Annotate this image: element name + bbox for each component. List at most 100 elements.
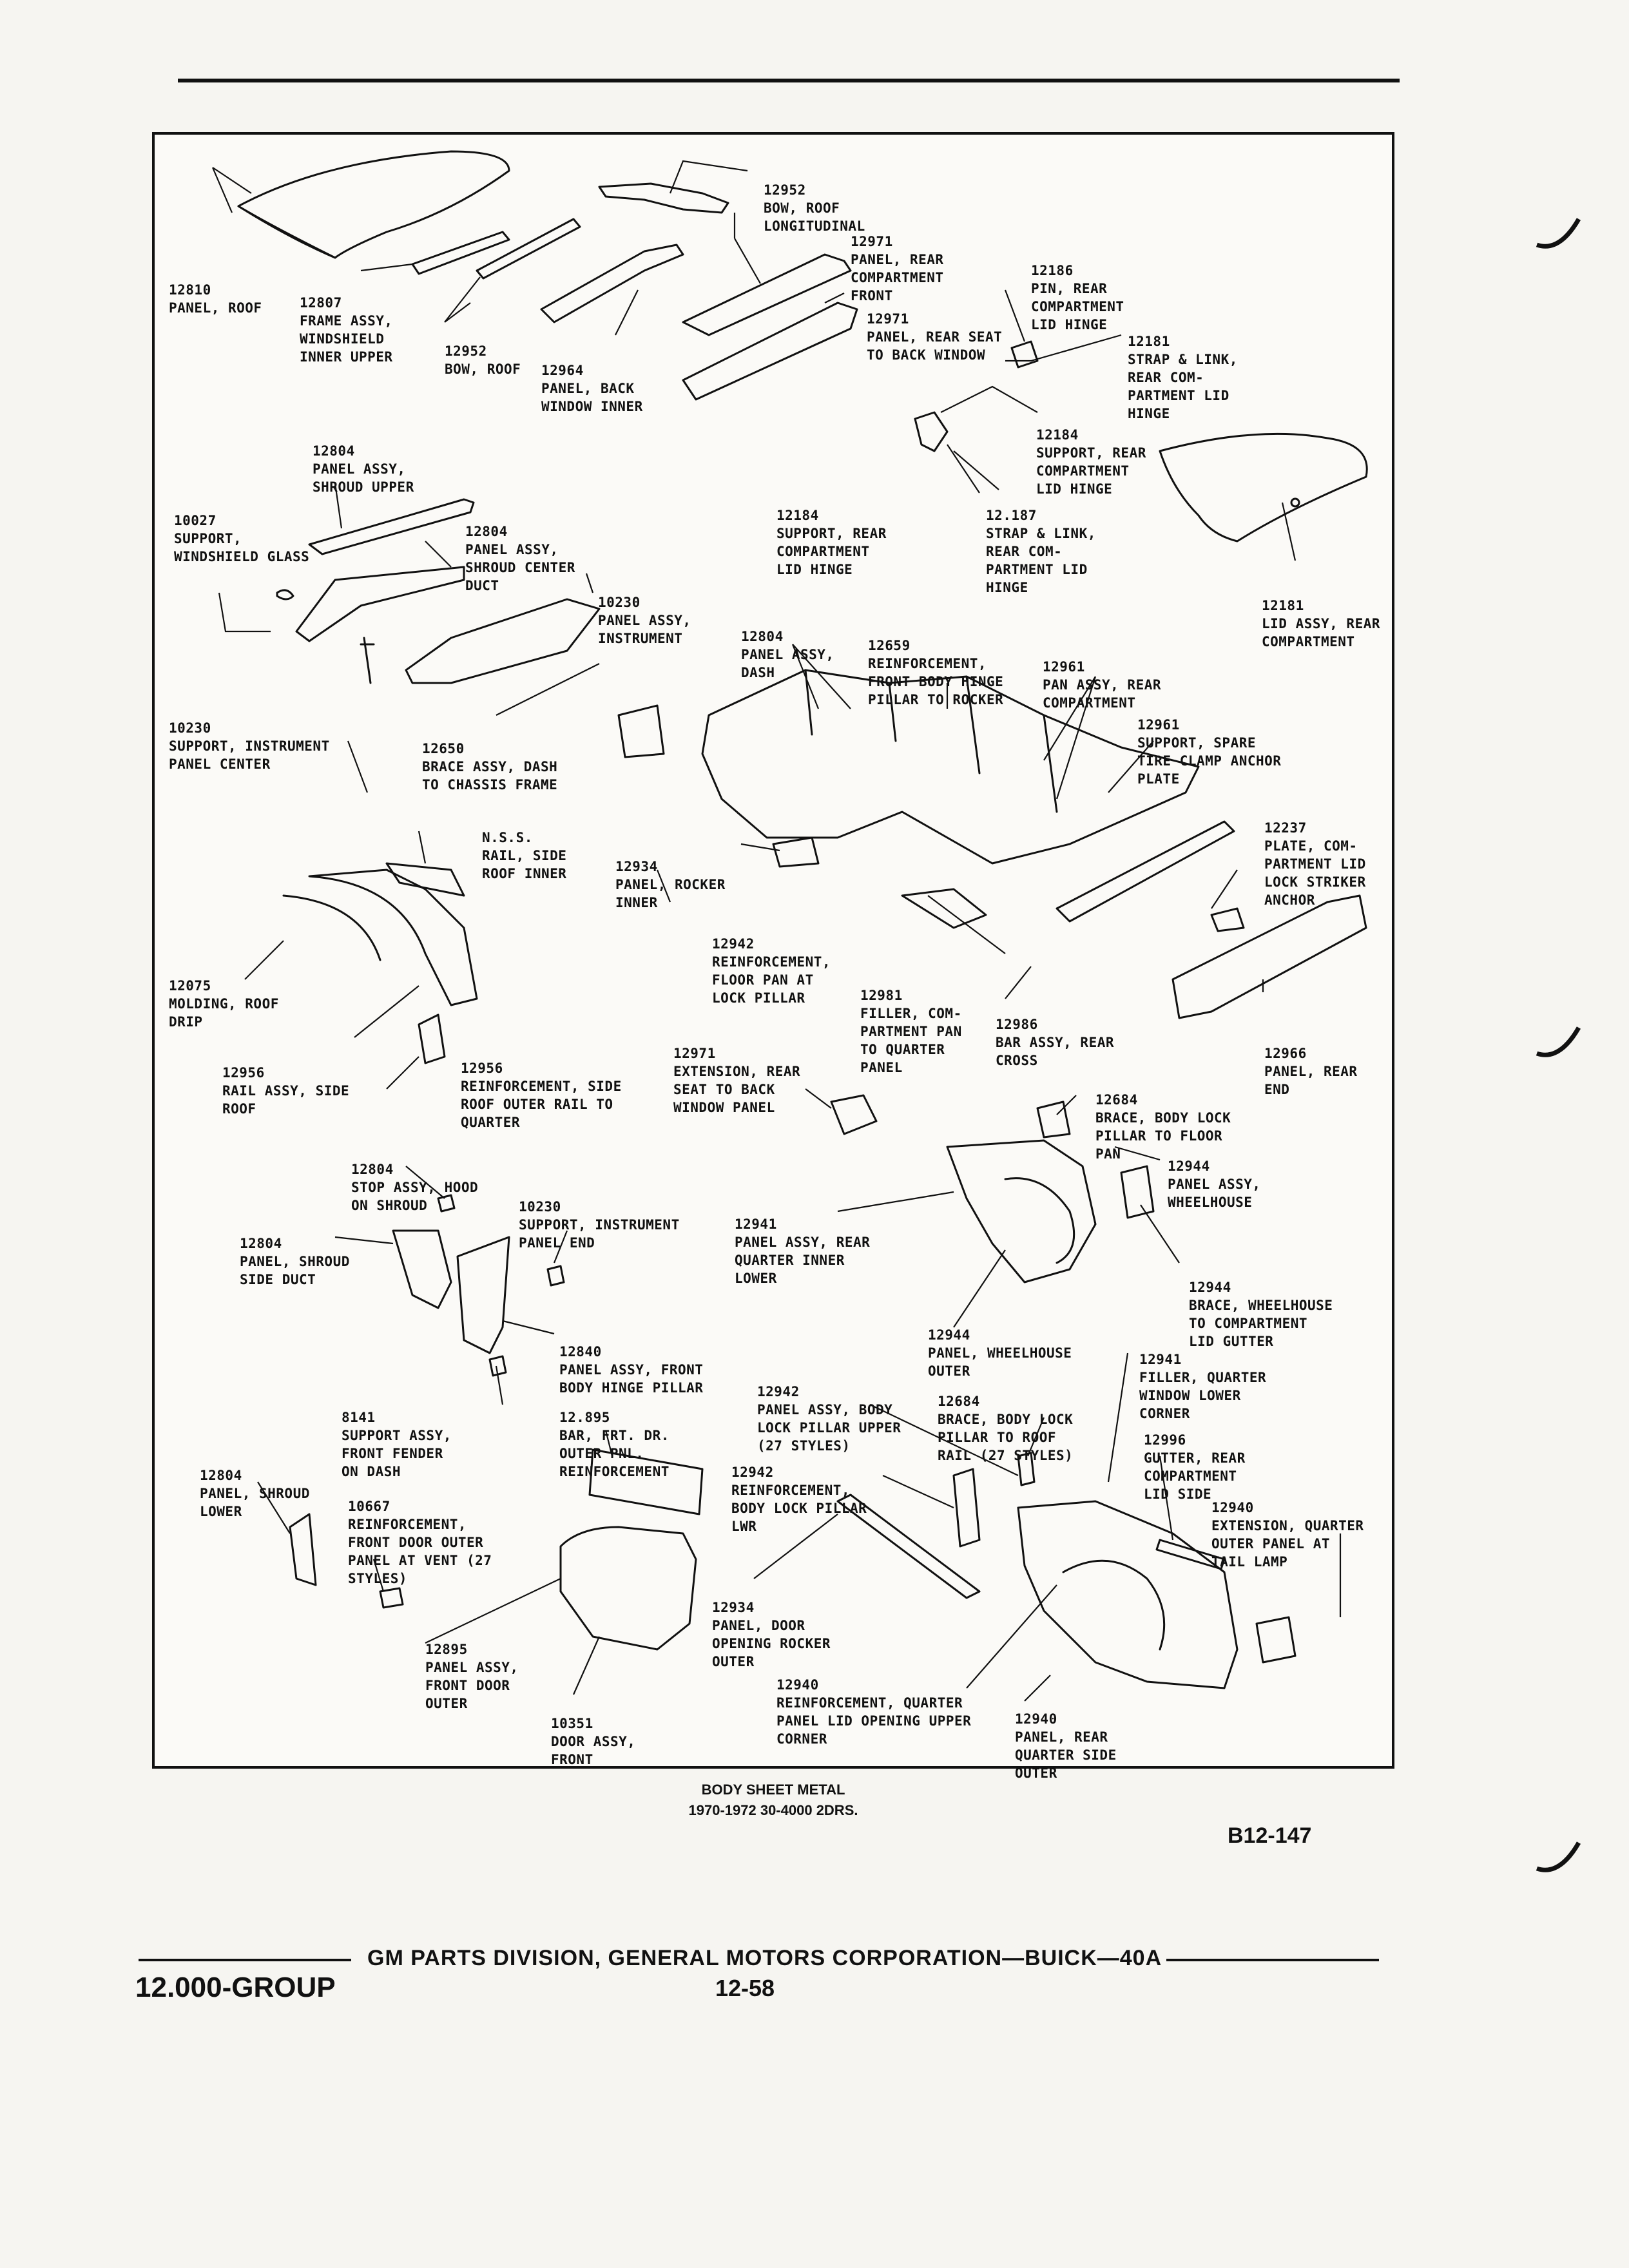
windshield-frame-part [411, 231, 510, 275]
lock-pillar-upper-part [1017, 1452, 1036, 1486]
roof-panel-part [237, 150, 510, 259]
front-door-part [559, 1526, 697, 1651]
dash-brace-part [617, 704, 665, 758]
door-outer-bar-part [588, 1448, 704, 1515]
back-window-panel-part [540, 244, 684, 323]
compartment-filler-part [901, 888, 987, 929]
lid-gutter-part [1155, 1539, 1226, 1570]
quarter-outer-part [1017, 1500, 1239, 1689]
rear-end-panel-part [1171, 894, 1367, 1019]
support-instrument-center-part [360, 637, 375, 684]
rear-compartment-front-part [682, 253, 852, 336]
hinge-pillar-part [456, 1236, 510, 1354]
trunk-lid-part [1159, 432, 1368, 543]
top-rule [178, 79, 1400, 82]
figure-number: B12-147 [1228, 1823, 1312, 1848]
windshield-support-part [276, 589, 294, 601]
rear-seat-extension-part [830, 1094, 878, 1135]
roof-bow-part [476, 218, 581, 280]
footer-group: 12.000-GROUP [135, 1972, 336, 2003]
tail-lamp-extension-part [1255, 1616, 1296, 1664]
fender-support-part [488, 1355, 507, 1377]
footer-rule-right [1166, 1959, 1379, 1961]
door-vent-reinforcement-part [379, 1587, 404, 1609]
side-roof-inner-rail-part [385, 862, 465, 897]
door-rocker-outer-part [836, 1494, 981, 1599]
binder-mark-middle [1536, 1026, 1581, 1057]
leader-lines [211, 160, 1342, 1702]
lock-floor-brace-part [1036, 1100, 1071, 1139]
floor-pan-part [701, 669, 1200, 865]
instrument-end-support-part [546, 1265, 565, 1287]
instrument-panel-part [405, 598, 601, 684]
lid-hinge-part [914, 411, 949, 452]
lock-pillar-lower-part [952, 1468, 981, 1548]
wheelhouse-brace-part [1120, 1165, 1155, 1219]
hood-stop-part [437, 1194, 456, 1213]
rocker-inner-part [772, 836, 820, 868]
diagram-caption: BODY SHEET METAL 1970-1972 30-4000 2DRS. [619, 1782, 928, 1819]
footer-rule-left [139, 1959, 351, 1961]
footer-division: GM PARTS DIVISION, GENERAL MOTORS CORPOR… [367, 1946, 1162, 1970]
rear-cross-bar-part [1055, 820, 1235, 923]
diagram-frame [152, 132, 1394, 1769]
side-roof-rail-part [308, 869, 478, 1006]
footer-page-number: 12-58 [715, 1975, 775, 2001]
floor-pan-reinforcement-part [418, 1014, 446, 1064]
hinge-pin-part [1010, 340, 1039, 369]
binder-mark-bottom [1536, 1841, 1581, 1872]
caption-subtitle: 1970-1972 30-4000 2DRS. [688, 1802, 858, 1818]
shroud-upper-part [308, 498, 475, 555]
striker-plate-part [1210, 907, 1245, 932]
wheelhouse-assy-part [946, 1139, 1097, 1283]
